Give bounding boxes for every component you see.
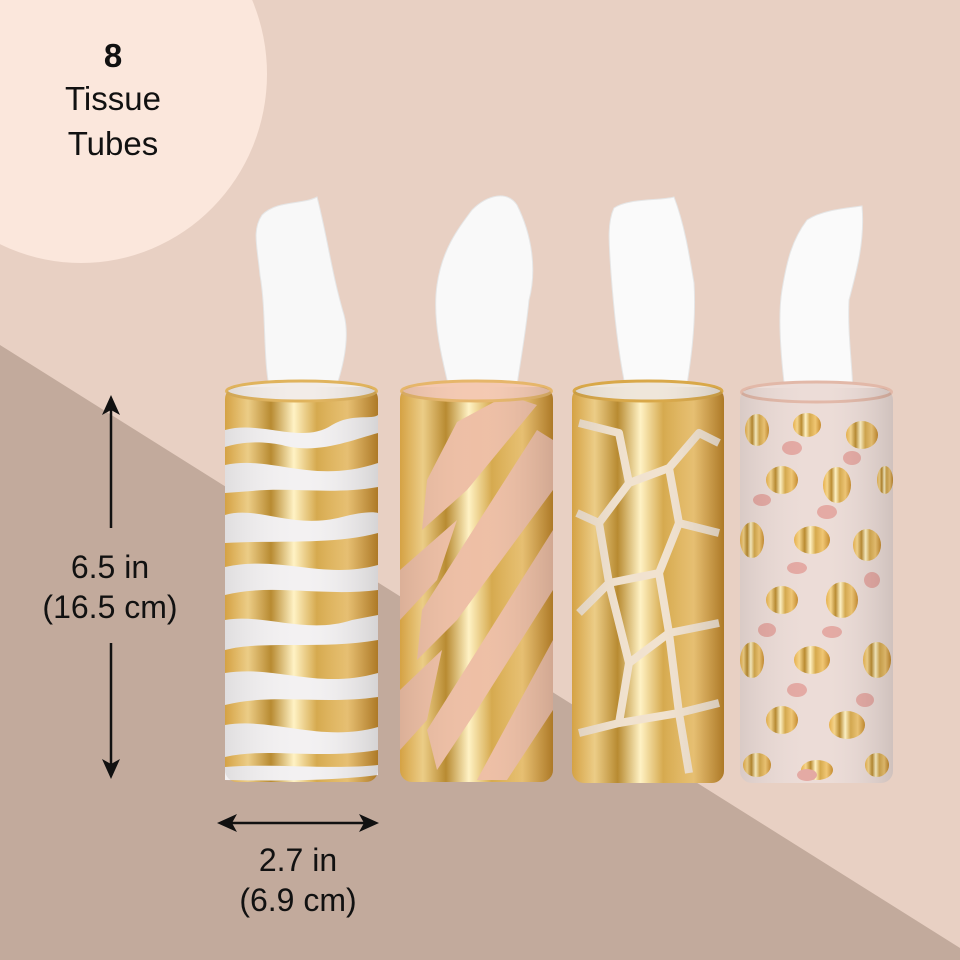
- height-imperial: 6.5 in: [70, 549, 150, 585]
- count-label-line1: Tissue: [65, 80, 161, 117]
- tissue-tube-giraffe: [572, 196, 724, 783]
- width-metric: (6.9 cm): [239, 882, 357, 918]
- tissue-tube-leopard: [740, 205, 893, 783]
- tissue-icon: [255, 196, 347, 401]
- height-dimension-label: 6.5 in (16.5 cm): [10, 547, 210, 627]
- count-value: 8: [103, 37, 123, 74]
- height-arrow-icon: [102, 395, 120, 779]
- count-label-line2: Tubes: [67, 125, 159, 162]
- tissue-icon: [435, 195, 534, 401]
- width-imperial: 2.7 in: [258, 842, 338, 878]
- width-arrow-icon: [217, 814, 379, 832]
- count-badge: 8 Tissue Tubes: [0, 36, 226, 166]
- tissue-tube-peach-zebra: [400, 195, 553, 782]
- height-metric: (16.5 cm): [42, 589, 178, 625]
- tissue-icon: [608, 196, 696, 404]
- tissue-tube-white-zebra: [225, 196, 378, 782]
- width-dimension-label: 2.7 in (6.9 cm): [198, 840, 398, 920]
- tissue-icon: [779, 205, 864, 406]
